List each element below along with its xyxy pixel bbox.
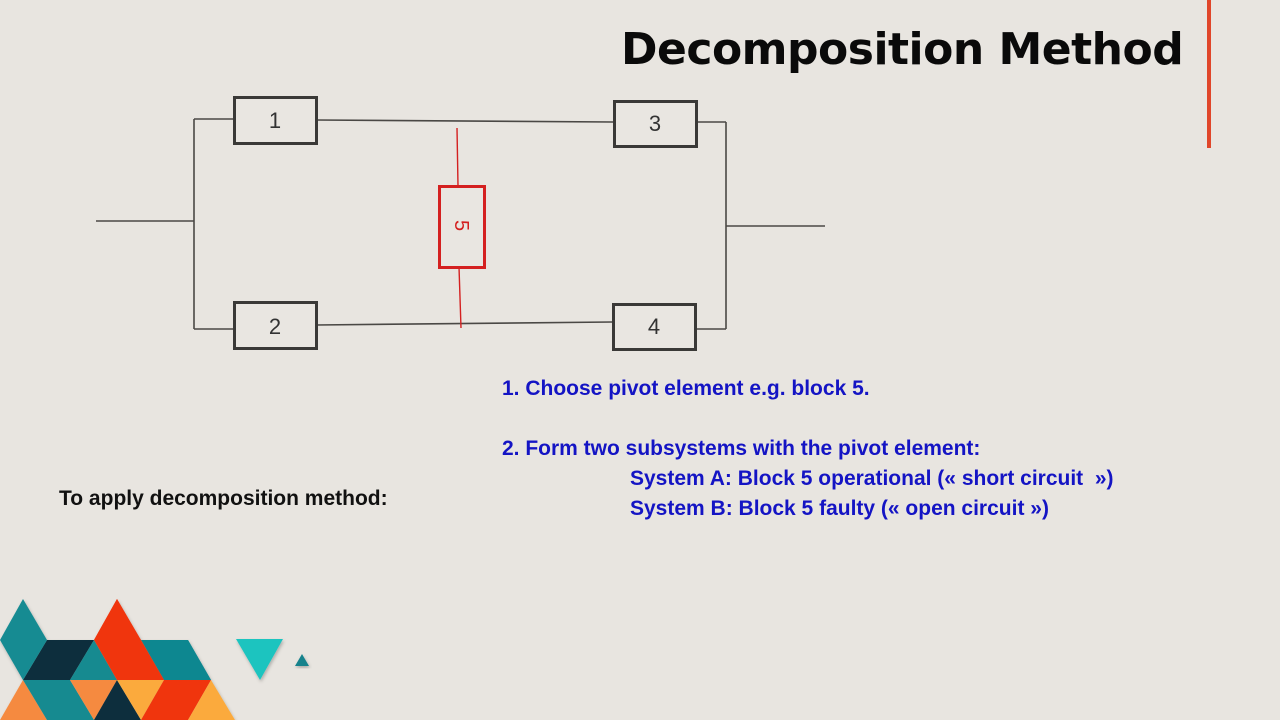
block-3 (613, 100, 698, 148)
small-teal-triangle (295, 654, 309, 666)
intro-text: To apply decomposition method: (59, 487, 388, 510)
cyan-triangle (236, 639, 283, 680)
step-2: 2. Form two subsystems with the pivot el… (502, 437, 981, 460)
accent-bar (1207, 0, 1211, 148)
block-4 (612, 303, 697, 351)
triangle-mosaic (0, 599, 235, 720)
block-5-label: 5 (450, 219, 473, 232)
block-5-pivot (438, 185, 486, 269)
connector-lines (96, 118, 825, 330)
step-1: 1. Choose pivot element e.g. block 5. (502, 377, 870, 400)
subsystem-b: System B: Block 5 faulty (« open circuit… (630, 497, 1049, 520)
block-4-label: 4 (647, 314, 661, 339)
block-2 (233, 301, 318, 350)
block-1 (233, 96, 318, 145)
block-2-label: 2 (268, 314, 282, 339)
pivot-connector-lines (456, 127, 462, 329)
subsystem-a: System A: Block 5 operational (« short c… (630, 467, 1114, 490)
slide-title: Decomposition Method (621, 24, 1184, 75)
geometric-decoration (0, 599, 309, 720)
block-1-label: 1 (268, 108, 282, 133)
reliability-block-diagram (96, 96, 825, 351)
block-3-label: 3 (648, 111, 662, 136)
